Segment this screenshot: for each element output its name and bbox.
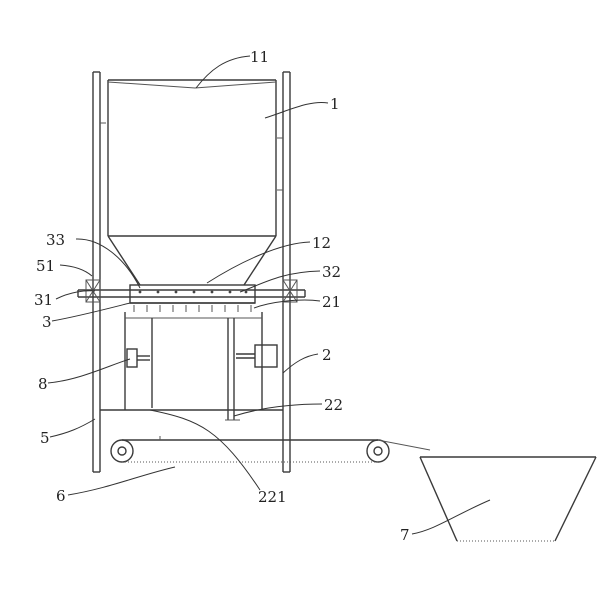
bearing-marks (85, 279, 298, 303)
distribution-plate (77, 284, 306, 312)
label-31: 31 (34, 291, 53, 309)
frame (92, 71, 291, 473)
reference-labels: 11 1 12 32 21 2 22 221 33 51 31 3 8 5 6 … (34, 48, 410, 544)
label-32: 32 (322, 263, 341, 281)
label-11: 11 (250, 48, 269, 66)
label-221: 221 (258, 488, 287, 506)
label-8: 8 (38, 375, 48, 393)
label-3: 3 (42, 313, 52, 331)
label-33: 33 (46, 231, 65, 249)
label-12: 12 (312, 234, 331, 252)
hopper (107, 79, 277, 286)
label-22: 22 (324, 396, 343, 414)
conveyor (110, 436, 431, 463)
label-21: 21 (322, 293, 341, 311)
label-51: 51 (36, 257, 55, 275)
label-5: 5 (40, 429, 50, 447)
chamber (100, 312, 283, 421)
leader-lines (47, 55, 491, 535)
collection-bin (419, 456, 597, 542)
label-1: 1 (330, 95, 340, 113)
label-6: 6 (56, 487, 66, 505)
cylinders (126, 344, 278, 368)
label-2: 2 (322, 346, 332, 364)
label-7: 7 (400, 526, 410, 544)
